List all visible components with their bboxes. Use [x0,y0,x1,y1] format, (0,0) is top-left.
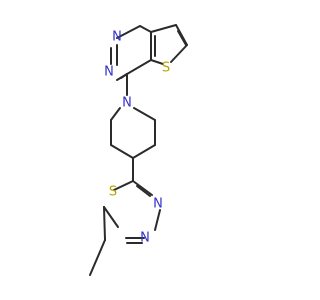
atom-s-thiophene: S [162,61,170,76]
bond [113,180,134,191]
bond [132,180,153,196]
atom-n2: N [104,65,114,80]
bond [154,209,161,231]
bonds [89,24,188,276]
bond [110,144,134,159]
bond [116,25,141,39]
bond [132,144,156,159]
bond [103,206,106,241]
bond [136,185,151,197]
bond [89,239,106,276]
atom-n-piperidine: N [122,96,132,111]
atom-n-thiadiazole-b: N [140,231,150,246]
atom-s-thiadiazole: S [109,185,117,200]
bond [126,59,152,75]
bond [110,107,121,121]
atom-n-thiadiazole-a: N [153,197,163,212]
bond [170,44,188,63]
bond [177,30,187,46]
bond [139,25,152,33]
bond [133,107,156,121]
atom-n1: N [112,30,122,45]
bond [150,59,164,65]
bond [150,24,177,33]
atom-labels: N N S N S N N [104,30,170,246]
bond [103,206,119,228]
molecule-diagram: N N S N S N N [89,24,188,276]
